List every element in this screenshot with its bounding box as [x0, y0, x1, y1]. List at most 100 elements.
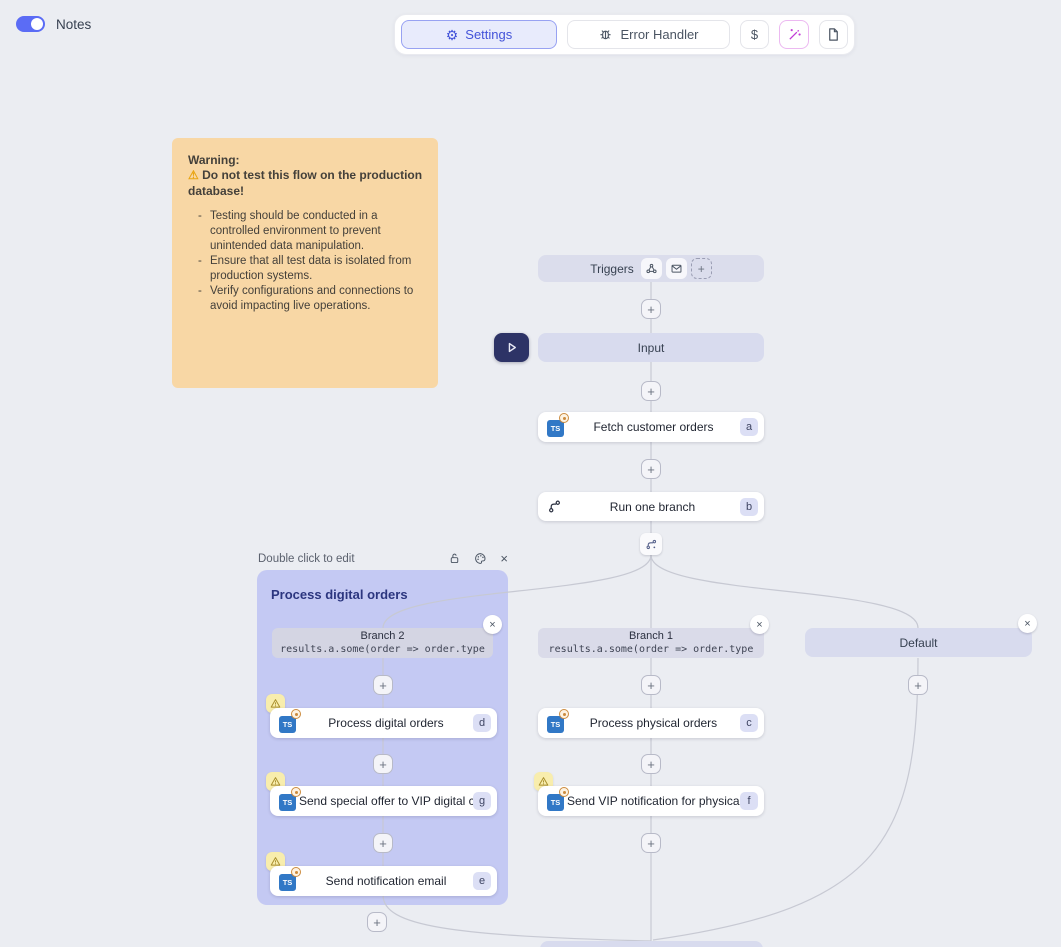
custom-node-badge-icon: [291, 787, 301, 797]
typescript-node-icon: TS: [279, 867, 301, 891]
add-node-button[interactable]: +: [373, 675, 393, 695]
node-title: Process digital orders: [328, 716, 444, 730]
magic-wand-icon: [787, 27, 802, 42]
typescript-node-icon: TS: [547, 413, 569, 437]
add-node-button[interactable]: +: [641, 459, 661, 479]
triggers-node[interactable]: Triggers +: [538, 255, 764, 282]
branch-name: Branch 1: [628, 630, 674, 642]
plus-icon: +: [647, 756, 655, 772]
plus-icon: +: [647, 835, 655, 851]
plus-icon: +: [379, 677, 387, 693]
notes-toggle[interactable]: [16, 16, 45, 32]
add-node-button[interactable]: +: [908, 675, 928, 695]
add-node-button[interactable]: +: [641, 675, 661, 695]
note-bullet: Ensure that all test data is isolated fr…: [198, 254, 422, 284]
triggers-label: Triggers: [590, 261, 634, 276]
custom-node-badge-icon: [559, 709, 569, 719]
notes-toggle-label: Notes: [56, 16, 92, 32]
branch-2-condition-node[interactable]: Branch 2 results.a.some(order => order.t…: [272, 628, 493, 658]
delete-branch-button[interactable]: ×: [483, 615, 502, 634]
add-node-button[interactable]: +: [373, 754, 393, 774]
document-icon: [826, 27, 841, 42]
custom-node-badge-icon: [291, 709, 301, 719]
node-title: Send notification email: [325, 874, 447, 888]
add-node-button[interactable]: +: [641, 381, 661, 401]
node-process-physical-orders[interactable]: TS Process physical orders c: [538, 708, 764, 738]
dollar-icon: $: [750, 27, 759, 42]
node-process-digital-orders[interactable]: TS Process digital orders d: [270, 708, 497, 738]
group-edit-hint: Double click to edit: [258, 552, 355, 565]
node-run-one-branch[interactable]: Run one branch b: [538, 492, 764, 521]
email-trigger-icon[interactable]: [665, 258, 687, 279]
node-fetch-customer-orders[interactable]: TS Fetch customer orders a: [538, 412, 764, 442]
typescript-node-icon: TS: [279, 709, 301, 733]
node-send-notification-email[interactable]: TS Send notification email e: [270, 866, 497, 896]
warning-emoji-icon: ⚠: [188, 168, 199, 182]
billing-button[interactable]: $: [740, 20, 769, 49]
note-title: Warning:: [188, 153, 240, 167]
add-node-button[interactable]: +: [641, 754, 661, 774]
webhook-trigger-icon[interactable]: [640, 258, 662, 279]
add-node-button[interactable]: +: [641, 299, 661, 319]
close-icon: ×: [756, 618, 763, 631]
delete-branch-button[interactable]: ×: [1018, 614, 1037, 633]
default-branch-node[interactable]: Default: [805, 628, 1032, 657]
node-title: Run one branch: [609, 499, 696, 514]
plus-icon: +: [914, 677, 922, 693]
custom-node-badge-icon: [291, 867, 301, 877]
ai-assistant-button[interactable]: [779, 20, 809, 49]
plus-icon: +: [647, 461, 655, 477]
close-icon: ×: [1024, 617, 1031, 630]
node-key-badge: f: [740, 792, 758, 810]
plus-icon: +: [373, 914, 381, 930]
node-title: Process physical orders: [589, 716, 718, 730]
sticky-note[interactable]: Warning: ⚠ Do not test this flow on the …: [172, 138, 438, 388]
settings-button[interactable]: ⚙ Settings: [401, 20, 557, 49]
node-key-badge: b: [740, 497, 758, 516]
note-alert: ⚠ Do not test this flow on the productio…: [188, 168, 423, 198]
note-bullet: Verify configurations and connections to…: [198, 284, 422, 314]
close-group-icon[interactable]: ×: [500, 551, 508, 566]
add-node-button[interactable]: +: [373, 833, 393, 853]
branch-1-condition-node[interactable]: Branch 1 results.a.some(order => order.t…: [538, 628, 764, 658]
node-title: Send VIP notification for physical...: [567, 794, 740, 808]
plus-icon: +: [647, 677, 655, 693]
node-send-special-offer[interactable]: TS Send special offer to VIP digital c..…: [270, 786, 497, 816]
lock-icon[interactable]: [448, 551, 461, 566]
branch-icon: [547, 499, 565, 514]
branch-split-icon[interactable]: [640, 533, 662, 555]
add-trigger-button[interactable]: +: [690, 258, 712, 279]
plus-icon: +: [647, 301, 655, 317]
branch-name: Branch 2: [360, 630, 405, 642]
custom-node-badge-icon: [559, 413, 569, 423]
typescript-node-icon: TS: [547, 787, 569, 811]
node-key-badge: a: [740, 418, 758, 436]
play-icon: [508, 342, 516, 353]
error-handler-button[interactable]: Error Handler: [567, 20, 730, 49]
merge-node[interactable]: [540, 941, 763, 947]
node-key-badge: d: [473, 714, 491, 732]
input-node[interactable]: Input: [538, 333, 764, 362]
plus-icon: +: [379, 835, 387, 851]
run-flow-button[interactable]: [494, 333, 529, 362]
group-header-row: Double click to edit ×: [258, 551, 508, 566]
error-handler-label: Error Handler: [620, 27, 699, 42]
note-bullet: Testing should be conducted in a control…: [198, 209, 422, 254]
bug-icon: [598, 27, 613, 42]
node-send-vip-notification[interactable]: TS Send VIP notification for physical...…: [538, 786, 764, 816]
top-toolbar: ⚙ Settings Error Handler $: [394, 14, 855, 55]
settings-button-label: Settings: [465, 27, 513, 42]
notes-page-button[interactable]: [819, 20, 848, 49]
close-icon: ×: [489, 618, 496, 631]
typescript-node-icon: TS: [279, 787, 301, 811]
palette-icon[interactable]: [474, 551, 487, 566]
toggle-knob: [31, 18, 43, 30]
typescript-node-icon: TS: [547, 709, 569, 733]
branch-condition-code: results.a.some(order => order.type: [280, 644, 485, 655]
add-node-button[interactable]: +: [641, 833, 661, 853]
node-title: Send special offer to VIP digital c...: [299, 794, 473, 808]
add-node-button[interactable]: +: [367, 912, 387, 932]
delete-branch-button[interactable]: ×: [750, 615, 769, 634]
